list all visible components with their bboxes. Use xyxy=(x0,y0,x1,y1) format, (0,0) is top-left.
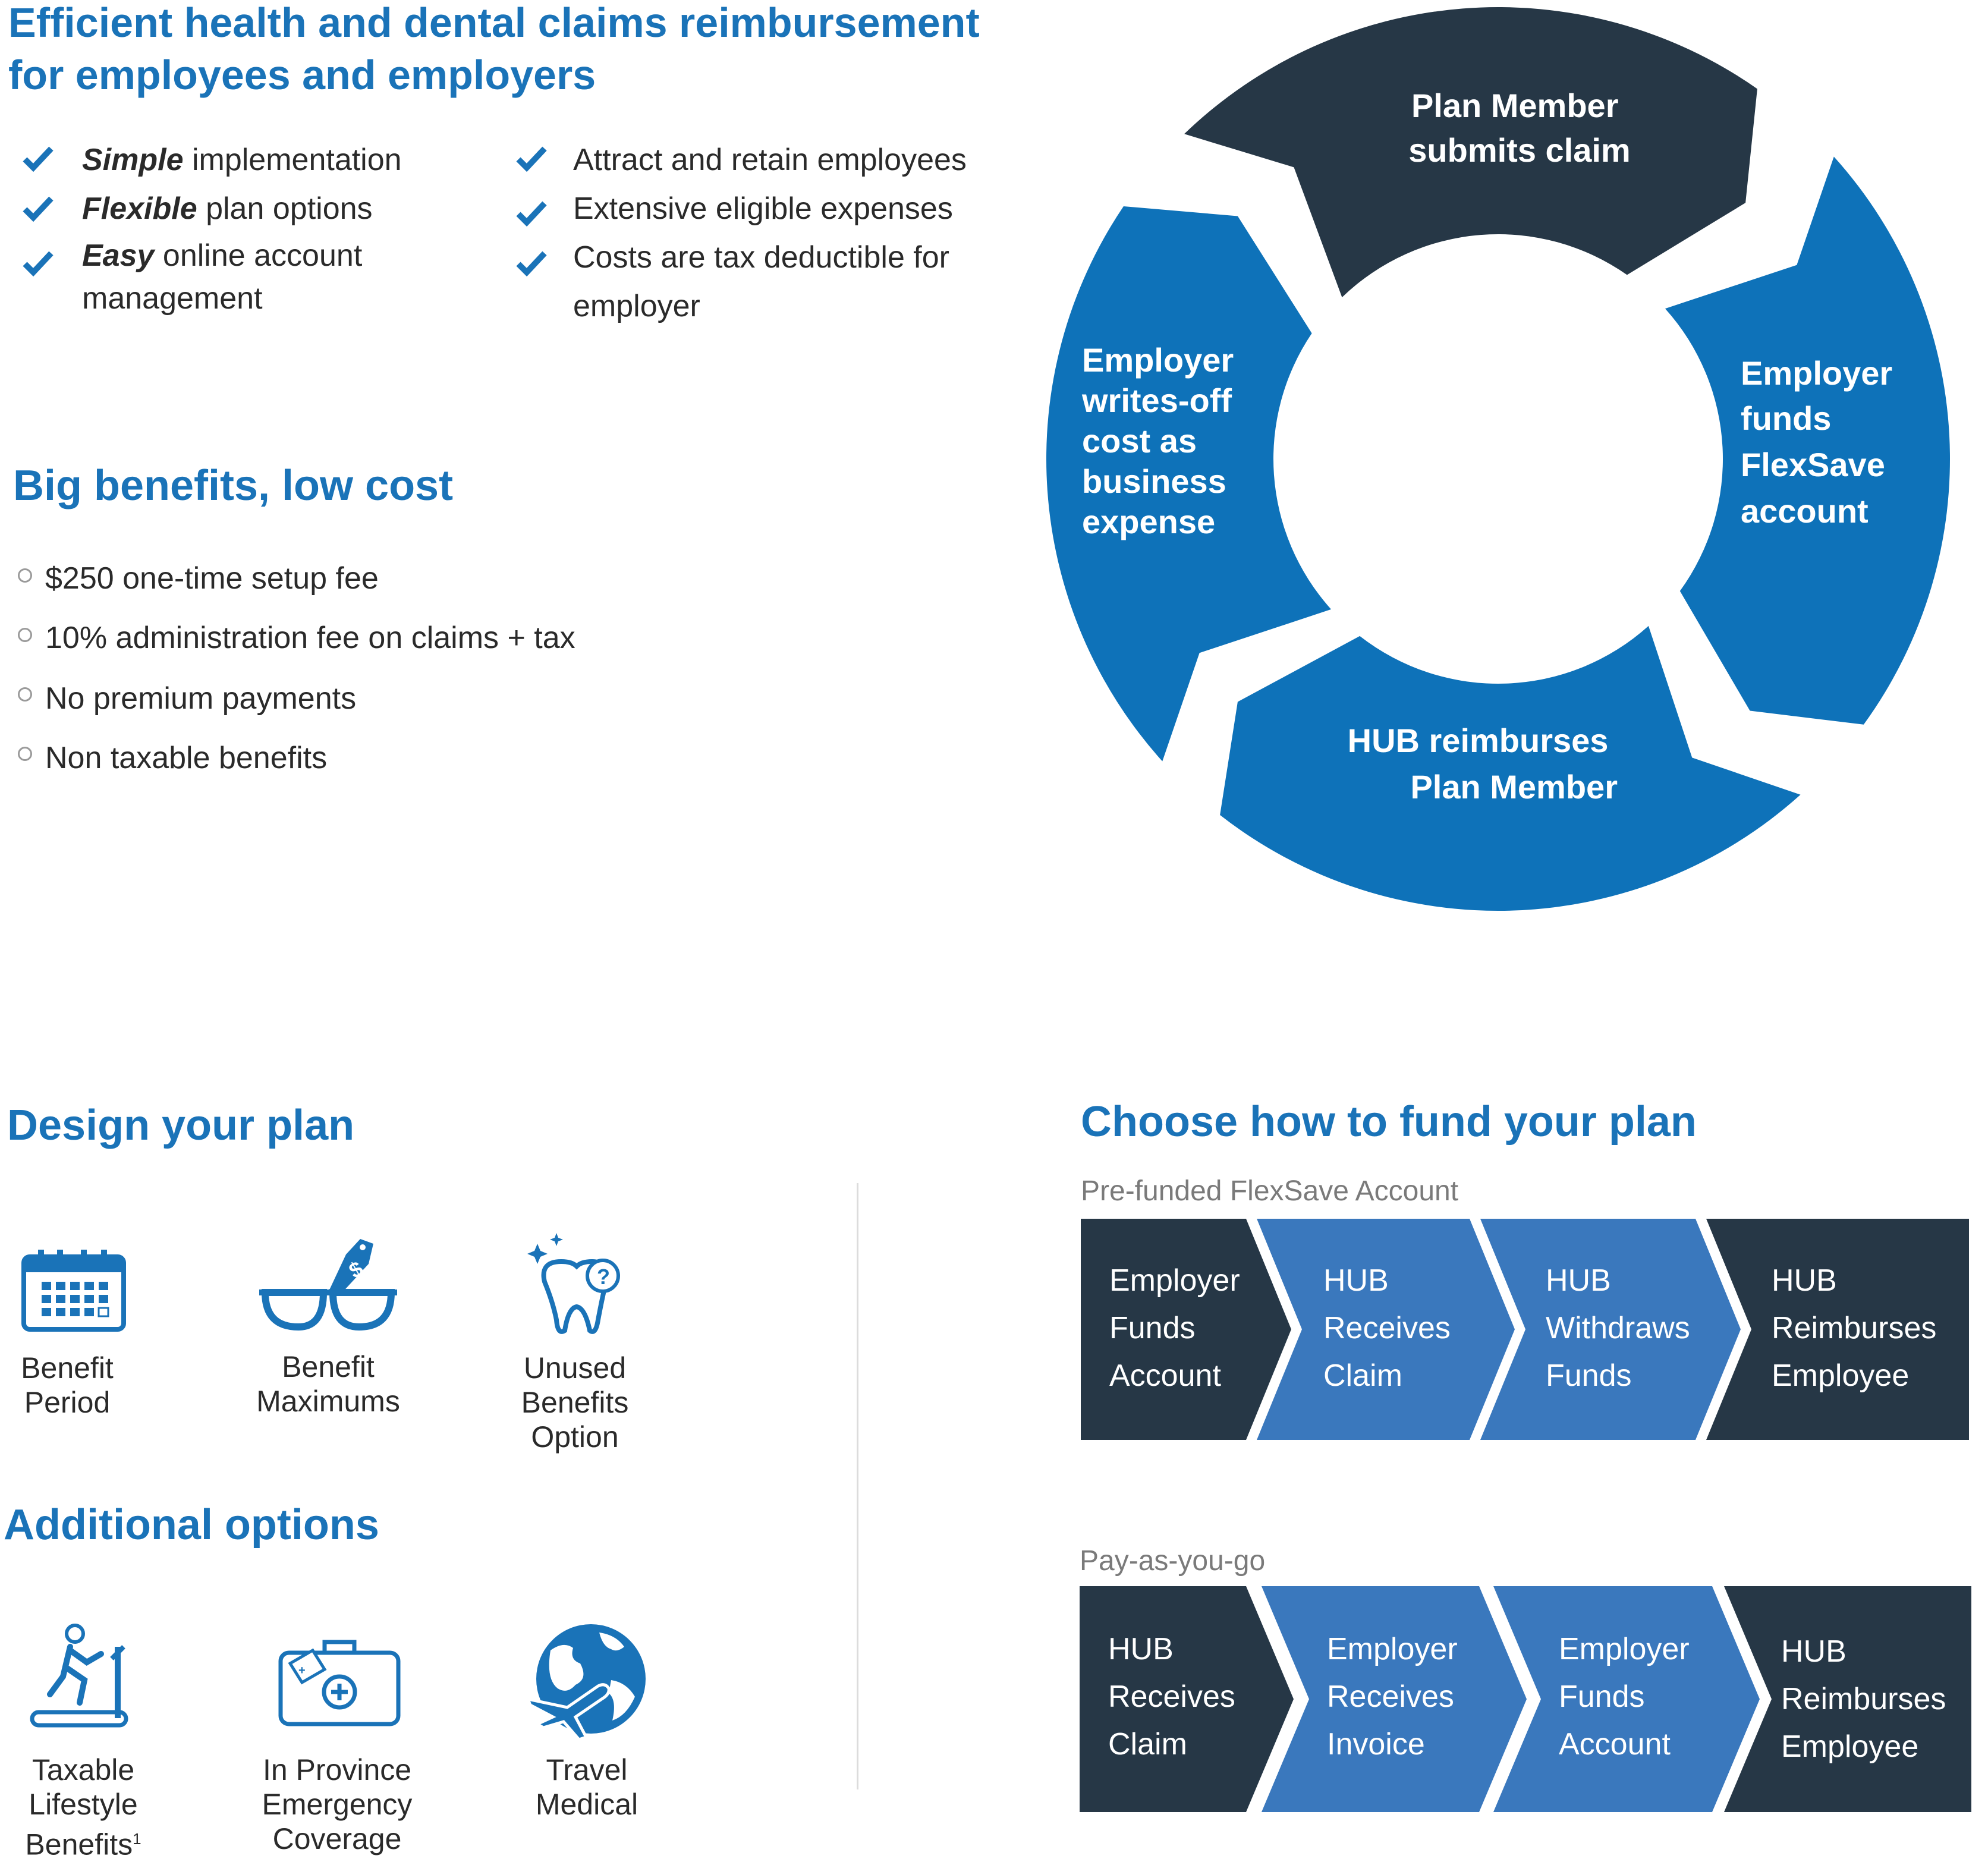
checkmark-icon xyxy=(23,146,54,172)
payg-step-2 xyxy=(1262,1586,1527,1812)
medical-kit-icon: + xyxy=(278,1640,401,1726)
cycle-label-left: Employer writes-off cost as business exp… xyxy=(1081,341,1243,540)
prefunded-step-2 xyxy=(1257,1219,1515,1440)
checkmark-icon xyxy=(23,196,54,222)
feature-attract: Attract and retain employees xyxy=(573,143,967,177)
payg-step-1 xyxy=(1080,1586,1294,1812)
prefunded-flow xyxy=(1081,1219,1969,1440)
payg-flow xyxy=(1080,1586,1971,1812)
additional-title: Additional options xyxy=(4,1501,379,1549)
checkmark-icon xyxy=(516,201,547,227)
benefit-item: 10% administration fee on claims + tax xyxy=(45,621,575,655)
feature-eligible: Extensive eligible expenses xyxy=(573,191,953,226)
svg-text:+: + xyxy=(298,1664,306,1677)
tooth-icon: ? xyxy=(527,1233,620,1334)
svg-text:?: ? xyxy=(597,1265,610,1289)
feature-easy: Easy online account management xyxy=(82,238,363,316)
payg-label: Pay-as-you-go xyxy=(1080,1545,1266,1577)
benefits-title: Big benefits, low cost xyxy=(13,462,454,509)
cycle-label-bottom: HUB reimburses Plan Member xyxy=(1348,722,1618,806)
prefunded-label: Pre-funded FlexSave Account xyxy=(1081,1175,1459,1207)
feature-flexible: Flexible plan options xyxy=(82,191,373,226)
cycle-segment-bottom xyxy=(1220,625,1801,911)
design-title: Design your plan xyxy=(7,1102,355,1149)
feature-simple: Simple implementation xyxy=(82,143,402,177)
feature-tax: Costs are tax deductible for employer xyxy=(573,240,949,323)
page-title: Efficient health and dental claims reimb… xyxy=(8,0,980,98)
checkmark-icon xyxy=(516,146,547,172)
fund-title: Choose how to fund your plan xyxy=(1081,1098,1697,1146)
globe-plane-icon xyxy=(525,1624,646,1741)
benefit-item: $250 one-time setup fee xyxy=(45,561,379,596)
payg-step-3 xyxy=(1493,1586,1760,1812)
column-divider xyxy=(857,1183,858,1789)
payg-step-4 xyxy=(1724,1586,1971,1812)
benefit-item: No premium payments xyxy=(45,681,357,716)
treadmill-icon xyxy=(30,1624,128,1728)
bullet-icon xyxy=(18,568,32,583)
bullet-icon xyxy=(18,747,32,761)
cycle-segment-left xyxy=(1046,206,1332,762)
prefunded-step-4 xyxy=(1706,1219,1969,1440)
bullet-icon xyxy=(18,628,32,642)
bullet-icon xyxy=(18,687,32,702)
prefunded-step-3 xyxy=(1480,1219,1741,1440)
claims-cycle-diagram: Plan Member submits claim Employer funds… xyxy=(1046,7,1950,911)
cycle-label-top: Plan Member submits claim xyxy=(1408,87,1630,169)
prefunded-step-1 xyxy=(1081,1219,1291,1440)
checkmark-icon xyxy=(516,251,547,277)
checkmark-icon xyxy=(23,251,54,277)
benefit-item: Non taxable benefits xyxy=(45,741,328,775)
glasses-icon: $ xyxy=(259,1239,397,1331)
calendar-icon xyxy=(21,1250,126,1332)
cycle-segment-top xyxy=(1184,7,1757,298)
cycle-segment-right xyxy=(1665,156,1950,725)
cycle-label-right: Employer funds FlexSave account xyxy=(1741,354,1902,530)
